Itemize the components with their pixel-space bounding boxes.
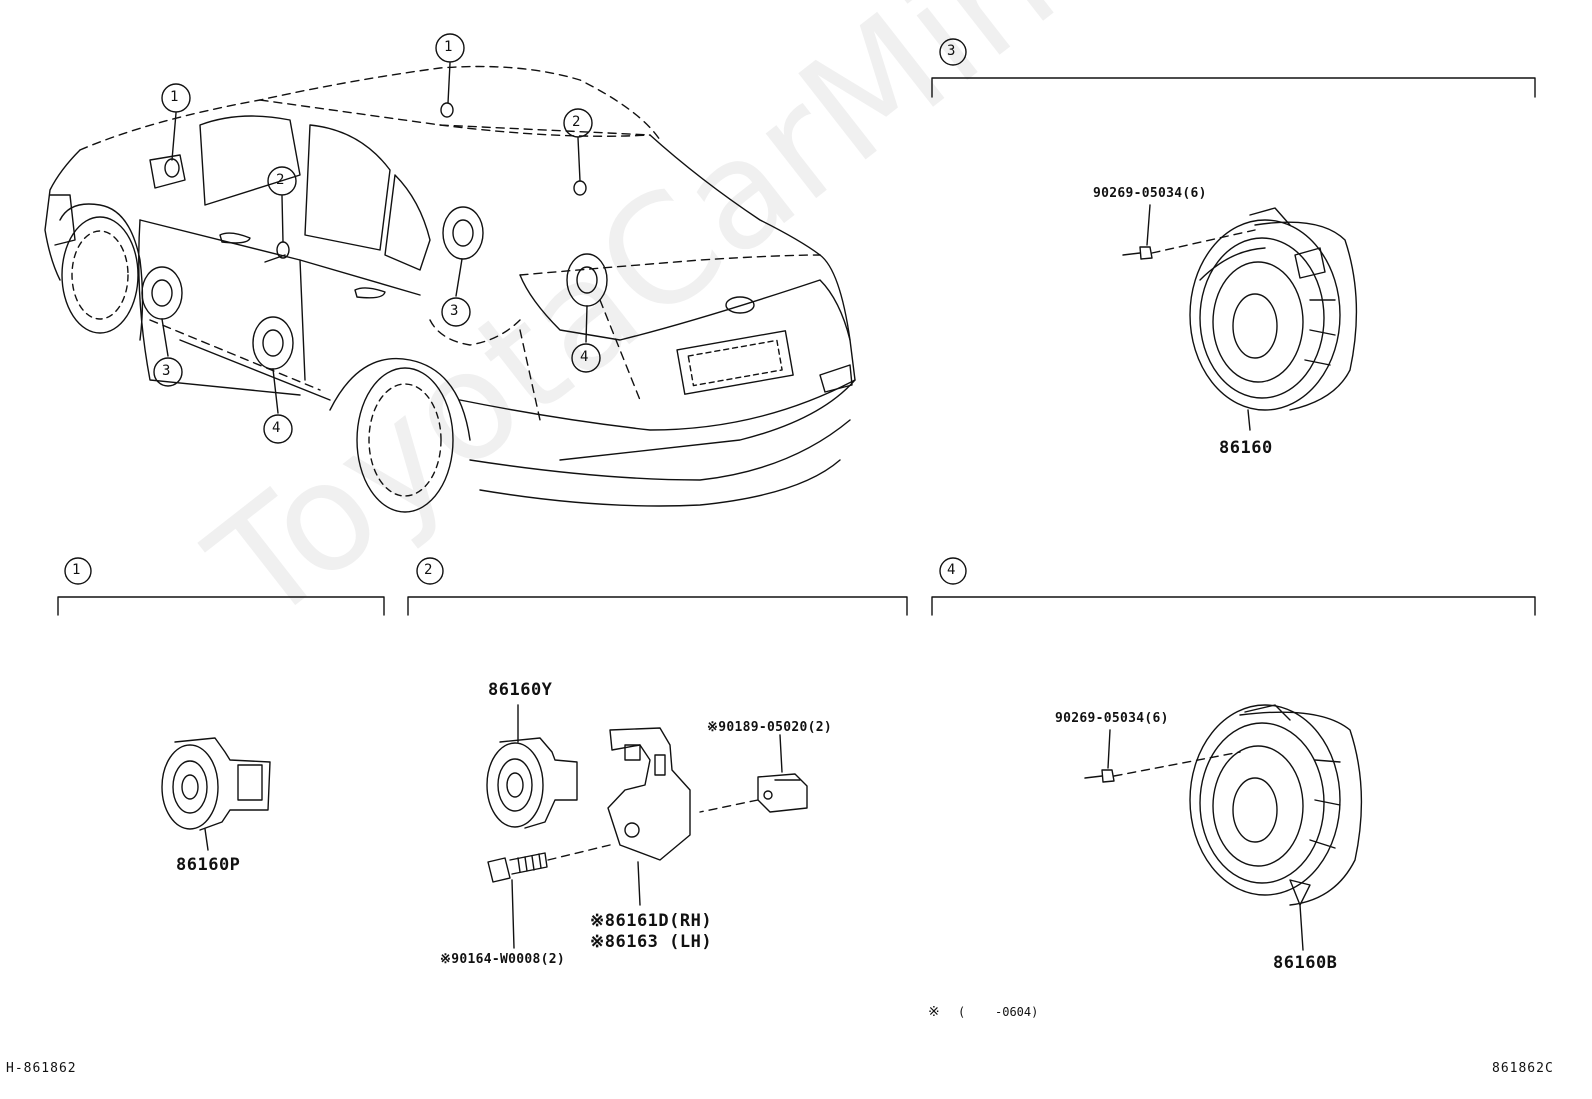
section3-number: 3 [947, 43, 956, 59]
section1-number: 1 [72, 562, 81, 578]
car-callout-circles [153, 33, 601, 444]
car-outline [44, 65, 856, 513]
section3-speaker-drawing [1122, 204, 1358, 431]
section2-bolt-part-number: ※90164-W0008(2) [440, 952, 565, 967]
section2-bracket-lh-part-number: ※86163 (LH) [590, 932, 713, 952]
section4-number: 4 [947, 562, 956, 578]
callout-2-door: 2 [276, 172, 285, 188]
section3-screw-part-number: 90269-05034(6) [1093, 186, 1207, 201]
section4-speaker-part-number: 86160B [1273, 953, 1338, 973]
note-paren-open: ( [958, 1005, 966, 1019]
footer-right-code: 861862C [1492, 1061, 1554, 1076]
callout-3-rear: 3 [450, 303, 459, 319]
callout-1-roof: 1 [444, 39, 453, 55]
section2-clip-part-number: ※90189-05020(2) [707, 720, 832, 735]
section1-tweeter-drawing [161, 737, 271, 851]
section4-screw-part-number: 90269-05034(6) [1055, 711, 1169, 726]
footer-left-code: H-861862 [6, 1061, 77, 1076]
section2-tweeter-drawing [486, 704, 808, 949]
section2-bracket-rh-part-number: ※86161D(RH) [590, 911, 713, 931]
section2-tweeter-part-number: 86160Y [488, 680, 553, 700]
callout-2-rear: 2 [572, 114, 581, 130]
callout-1-mirror: 1 [170, 89, 179, 105]
callout-4-front: 4 [272, 420, 281, 436]
section1-tweeter-part-number: 86160P [176, 855, 241, 875]
section-brackets [57, 77, 1536, 616]
section3-speaker-part-number: 86160 [1219, 438, 1273, 458]
note-range: -0604) [995, 1005, 1039, 1019]
note-mark: ※ [928, 1004, 940, 1020]
car-leader-lines [161, 62, 588, 414]
car-speaker-icons [141, 102, 608, 370]
section-header-circles [64, 38, 967, 585]
section2-number: 2 [424, 562, 433, 578]
section4-speaker-drawing [1084, 704, 1363, 951]
callout-4-rear: 4 [580, 349, 589, 365]
callout-3-front: 3 [162, 363, 171, 379]
